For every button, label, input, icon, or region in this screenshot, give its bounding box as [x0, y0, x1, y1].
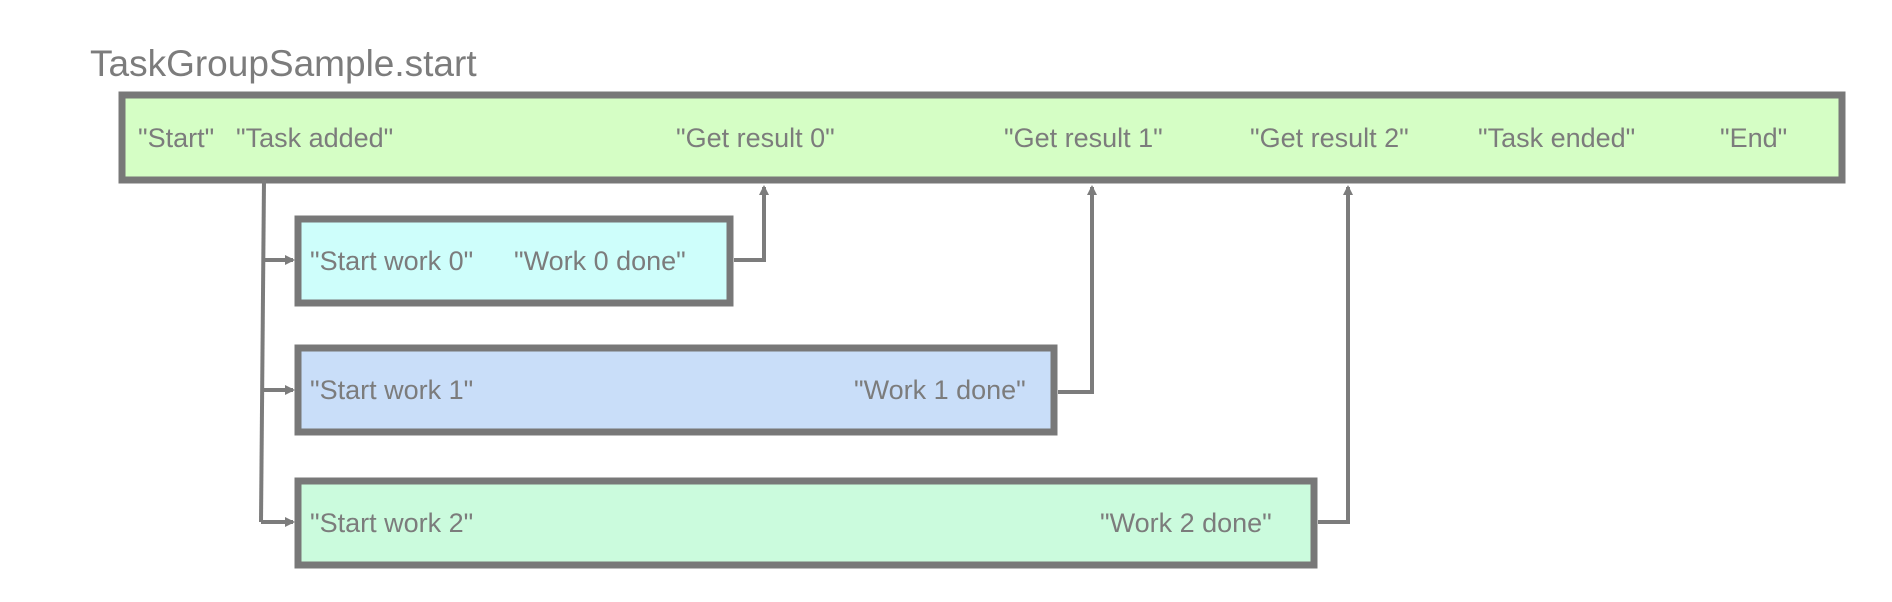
- work-1-box: [294, 344, 1058, 436]
- diagram-title: TaskGroupSample.start: [90, 43, 477, 84]
- start-work-2-label: "Start work 2": [310, 508, 473, 538]
- start-label: "Start": [138, 123, 214, 153]
- join-arrow-work-1: [1058, 185, 1097, 394]
- join-arrow-work-2: [1318, 185, 1353, 524]
- work-2-box: [294, 477, 1318, 569]
- task-ended-label: "Task ended": [1478, 123, 1635, 153]
- join-arrow-work-0: [734, 185, 769, 262]
- task-added-label: "Task added": [236, 123, 393, 153]
- fork-trunk-line: [259, 179, 266, 523]
- get-result-1-label: "Get result 1": [1004, 123, 1163, 153]
- work-0-box: [294, 215, 734, 307]
- work-1-done-label: "Work 1 done": [854, 375, 1026, 405]
- end-label: "End": [1720, 123, 1787, 153]
- get-result-2-label: "Get result 2": [1250, 123, 1409, 153]
- work-2-done-label: "Work 2 done": [1100, 508, 1272, 538]
- get-result-0-label: "Get result 0": [676, 123, 835, 153]
- start-work-0-label: "Start work 0": [310, 246, 473, 276]
- main-timeline-box: [118, 91, 1846, 184]
- work-0-done-label: "Work 0 done": [514, 246, 686, 276]
- start-work-1-label: "Start work 1": [310, 375, 473, 405]
